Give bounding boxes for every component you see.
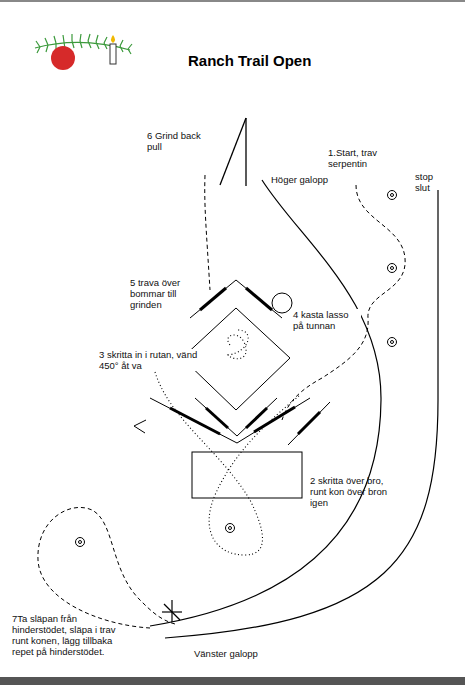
right-lead-line <box>150 180 381 626</box>
cones <box>76 191 397 547</box>
obstacle-label: 3 skritta in i rutan, vänd 450° åt va <box>99 349 209 371</box>
barrel <box>272 293 292 313</box>
gate <box>220 118 246 186</box>
title: Ranch Trail Open <box>188 52 311 69</box>
top-border <box>0 0 465 2</box>
rope-stand <box>162 600 182 622</box>
dashed-route <box>38 175 405 628</box>
obstacle-label: Vänster galopp <box>194 648 274 659</box>
obstacle-label: 2 skritta över bro, runt kon över bron i… <box>310 475 390 508</box>
pine-decoration <box>35 34 132 54</box>
bridge <box>192 452 302 498</box>
direction-mark <box>134 420 146 433</box>
obstacle-label: 7Ta släpan från hinderstödet, släpa i tr… <box>12 613 124 657</box>
candle <box>110 44 116 64</box>
obstacle-label: 5 trava över bommar till grinden <box>130 277 194 310</box>
obstacle-label: stop slut <box>415 171 445 193</box>
obstacle-label: 1.Start, trav serpentin <box>328 147 390 169</box>
ornament-ball <box>51 46 75 70</box>
flame <box>111 35 115 43</box>
bottom-bar <box>0 677 465 685</box>
obstacle-label: Höger galopp <box>271 174 341 185</box>
left-lead-line <box>165 190 438 638</box>
obstacle-label: 4 kasta lasso på tunnan <box>293 309 361 331</box>
obstacle-label: 6 Grind back pull <box>147 130 209 152</box>
